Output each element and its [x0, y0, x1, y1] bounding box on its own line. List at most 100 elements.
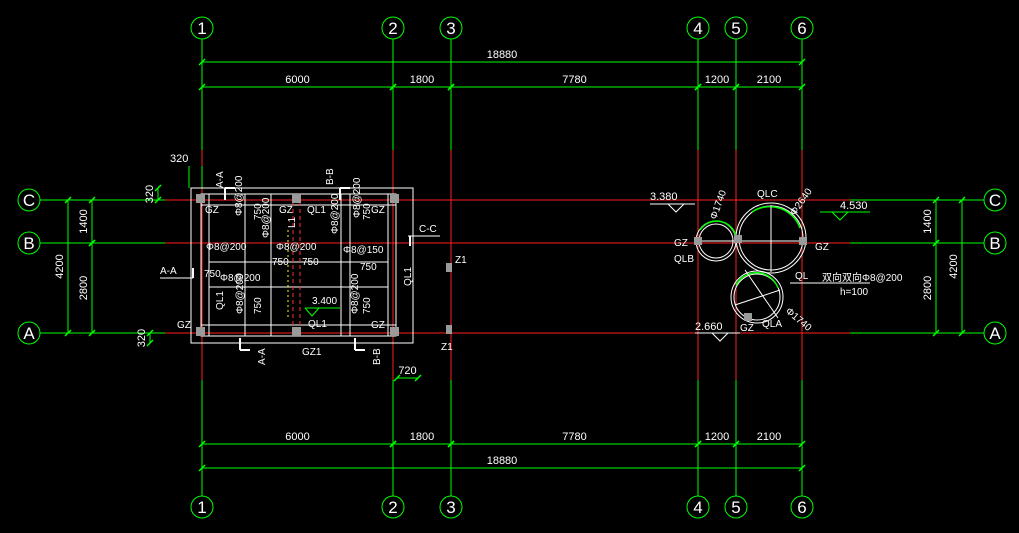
elevation-marker [667, 203, 685, 213]
dim-overall-top-tick [198, 58, 206, 66]
column-gz [390, 194, 399, 203]
grid-bubble-label: 4 [693, 498, 702, 517]
dim-overall-bottom-tick [798, 464, 806, 472]
slab-outline [190, 187, 414, 344]
column-label-z1: Z1 [455, 255, 467, 266]
beam [744, 269, 779, 319]
beam-label-ql1: QL1 [308, 319, 327, 330]
length-label: 750 [360, 262, 377, 273]
section-label-aa-left: A-A [160, 266, 177, 277]
beam-label-qlb: QLB [674, 254, 694, 265]
elevation-label-4530: 4.530 [840, 200, 868, 212]
column-gz [390, 327, 399, 336]
column-gz1 [292, 327, 301, 336]
rebar-label: Φ8@200 [352, 177, 363, 218]
elevation-label-3400: 3.400 [312, 296, 337, 307]
ring-beam [735, 272, 779, 289]
grid-bubble-label: 1 [197, 498, 206, 517]
grid-bubble-label: 5 [731, 498, 740, 517]
grid-bubble-label: 6 [797, 498, 806, 517]
elevation-label-3380: 3.380 [650, 191, 678, 203]
grid-bubble [790, 495, 814, 519]
length-label: 750 [272, 257, 289, 268]
column-label-gz: GZ [740, 323, 754, 334]
dim-span-top-tick [798, 83, 806, 91]
rebar-label: Φ8@200 [276, 242, 317, 253]
column-z1 [446, 325, 452, 334]
beam [734, 289, 781, 306]
column-label-gz: GZ [279, 205, 293, 216]
dim-left-2800-label: 2800 [78, 276, 90, 300]
dim-left-320-tick [146, 329, 154, 337]
column-gz [694, 237, 702, 245]
grid-bubble-label: A [23, 324, 35, 343]
length-label: 750 [253, 203, 264, 220]
length-label: 750 [253, 297, 264, 314]
dim-overall-bottom-label: 18880 [487, 455, 518, 467]
grid-bubble [790, 16, 814, 40]
dim-span-top-tick [694, 83, 702, 91]
grid-bubble-label: 4 [693, 19, 702, 38]
column-z1 [446, 263, 452, 272]
column-label-z1: Z1 [441, 342, 453, 353]
dim-left-320-label: 320 [144, 185, 156, 203]
slab-thickness-note: h=100 [840, 287, 869, 298]
dim-720-tick [414, 374, 422, 382]
length-label: 750 [204, 269, 221, 280]
section-label-cc: C-C [419, 224, 437, 235]
dim-span-bottom-label: 7780 [562, 431, 586, 443]
column-label-gz1: GZ1 [302, 347, 322, 358]
grid-bubble [686, 495, 710, 519]
dim-right-1400-label: 1400 [922, 209, 934, 233]
dim-left-4200-tick [64, 196, 72, 204]
column-gz [744, 313, 752, 321]
dim-720-tick [393, 374, 401, 382]
elevation-marker [831, 211, 849, 221]
round-slab-inner [733, 273, 781, 321]
dim-span-bottom-tick [694, 440, 702, 448]
rebar-label: Φ8@200 [330, 193, 341, 234]
dim-span-bottom-label: 1200 [705, 431, 729, 443]
dim-span-top-tick [732, 83, 740, 91]
grid-bubble-label: C [989, 191, 1001, 210]
rebar-label: Φ8@150 [343, 245, 384, 256]
dim-span-bottom-label: 2100 [757, 431, 781, 443]
dim-left-320-label: 320 [136, 329, 148, 347]
grid-bubble [439, 16, 463, 40]
column-gz [196, 327, 205, 336]
grid-bubble-label: 6 [797, 19, 806, 38]
grid-bubble-label: B [23, 234, 34, 253]
grid-bubble [439, 495, 463, 519]
grid-bubble-label: B [989, 234, 1000, 253]
grid-bubble [17, 231, 41, 255]
dim-left-4200-tick [64, 329, 72, 337]
column-gz [734, 235, 742, 243]
dim-left-1400-label: 1400 [78, 209, 90, 233]
column-label-gz: GZ [674, 238, 688, 249]
dim-right-4200-label: 4200 [948, 254, 960, 278]
beam-label-ql1: QL1 [307, 205, 326, 216]
dim-overall-top-label: 18880 [487, 49, 518, 61]
grid-bubble [983, 231, 1007, 255]
beam-label-ql1: QL1 [403, 267, 414, 286]
dim-right-1400-tick [932, 196, 940, 204]
grid-bubble [381, 16, 405, 40]
dim-span-bottom-tick [732, 440, 740, 448]
dim-left-320-tick [154, 184, 162, 192]
grid-bubble [381, 495, 405, 519]
rebar-note: 双向双向Φ8@200 [822, 271, 903, 284]
grid-bubble [724, 16, 748, 40]
column-label-gz: GZ [177, 320, 191, 331]
dim-span-top-label: 6000 [285, 74, 309, 86]
dim-span-bottom-tick [447, 440, 455, 448]
grid-bubble [983, 321, 1007, 345]
grid-bubble-label: 2 [388, 19, 397, 38]
grid-bubble [17, 321, 41, 345]
grid-bubble-label: 5 [731, 19, 740, 38]
column-gz [196, 194, 205, 203]
rebar-label: Φ8@200 [350, 273, 361, 314]
round-slab [730, 270, 784, 324]
